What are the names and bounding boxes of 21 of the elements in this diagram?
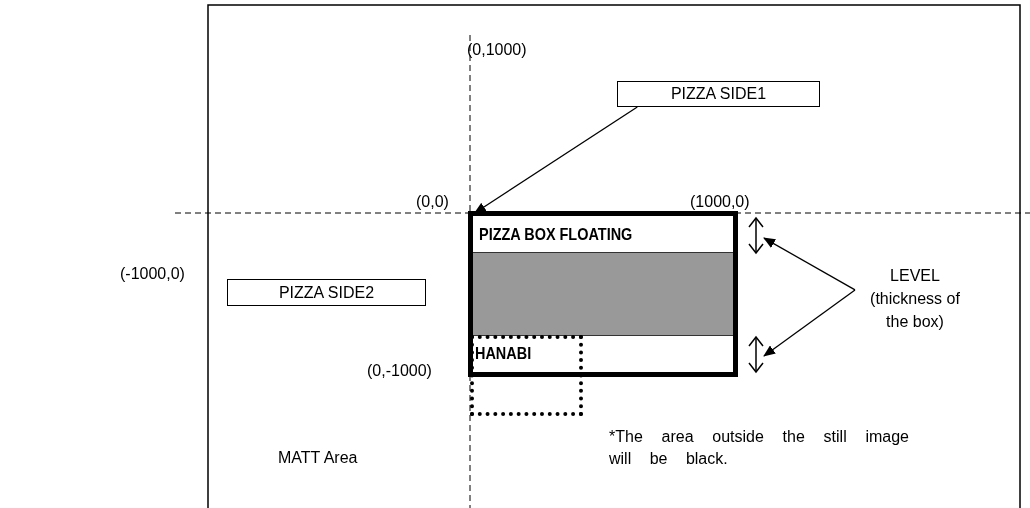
pizza-box: [468, 211, 738, 377]
leader-line: [763, 237, 856, 291]
leader-line: [763, 289, 856, 357]
double-arrow-icon: [748, 217, 764, 254]
label-box: [227, 279, 426, 306]
coordinate-label: (0,1000): [467, 40, 527, 59]
label-box: [617, 81, 820, 107]
coordinate-label: (-1000,0): [120, 264, 185, 283]
shaded-band: [473, 252, 733, 336]
region-label: HANABI: [475, 344, 532, 364]
coordinate-label: (1000,0): [690, 192, 750, 211]
callout-text: LEVEL (thickness of the box): [865, 264, 965, 336]
area-label: MATT Area: [278, 448, 358, 467]
coordinate-label: (0,0): [416, 192, 449, 211]
note-text: *The area outside the still image will be black.: [609, 427, 909, 469]
double-arrow-icon: [748, 336, 764, 373]
box-label: PIZZA SIDE2: [277, 283, 376, 303]
dotted-region: [470, 335, 583, 416]
coordinate-label: (0,-1000): [367, 361, 432, 380]
box-title: PIZZA BOX FLOATING: [479, 225, 633, 245]
box-label: PIZZA SIDE1: [669, 84, 768, 104]
